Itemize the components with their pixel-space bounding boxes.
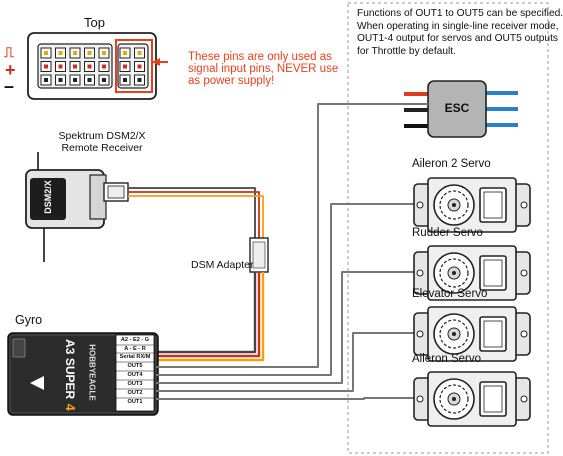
header-pin-contact bbox=[73, 51, 77, 55]
note-line-3: OUT1-4 output for servos and OUT5 output… bbox=[357, 33, 559, 44]
port-label-a2: A2 - E2 - G bbox=[120, 337, 150, 343]
port-label-serial: Serial RX/M bbox=[119, 354, 151, 360]
header-pin-contact bbox=[102, 51, 106, 55]
adapter-wires bbox=[156, 272, 265, 362]
port-label-out3: OUT3 bbox=[127, 381, 143, 387]
gyro-brand: HOBBYEAGLE bbox=[87, 344, 97, 401]
esc-graphic bbox=[404, 80, 518, 138]
port-label-aer: A - E - R bbox=[124, 346, 146, 352]
output-wires bbox=[156, 103, 428, 400]
header-pin-contact bbox=[87, 64, 92, 69]
receiver-body-label: DSM2/X bbox=[43, 180, 53, 214]
header-pin-contact bbox=[73, 78, 77, 82]
header-pin-contact bbox=[58, 51, 63, 55]
servo-graphic-aileron bbox=[413, 371, 531, 427]
receiver-title-line-1: Spektrum DSM2/X bbox=[58, 130, 146, 142]
warning-line-2: signal input pins, NEVER use bbox=[188, 63, 339, 75]
header-pin-contact bbox=[123, 64, 127, 69]
header-pin-contact bbox=[123, 51, 127, 55]
receiver-wires bbox=[128, 187, 264, 238]
header-pin-contact bbox=[58, 78, 63, 82]
header-pin-contact bbox=[123, 78, 127, 82]
servo-label-aileron: Aileron Servo bbox=[412, 353, 482, 365]
note-line-2: When operating in single-line receiver m… bbox=[357, 20, 559, 32]
header-pin-contact bbox=[137, 64, 142, 69]
header-pin-contact bbox=[44, 64, 48, 69]
port-label-out5: OUT5 bbox=[127, 363, 143, 369]
warning-text: These pins are only used as signal input… bbox=[188, 51, 338, 87]
header-pin-contact bbox=[137, 51, 142, 55]
note-frame bbox=[347, 2, 549, 454]
header-pin-contact bbox=[137, 78, 142, 82]
top-view bbox=[27, 32, 168, 100]
port-label-out2: OUT2 bbox=[127, 390, 143, 396]
header-pin-contact bbox=[102, 78, 106, 82]
gyro-title: Gyro bbox=[15, 313, 43, 327]
function-note: Functions of OUT1 to OUT5 can be specifi… bbox=[357, 8, 563, 58]
port-label-out4: OUT4 bbox=[127, 372, 143, 378]
header-pin-contact bbox=[87, 51, 92, 55]
header-pin-contact bbox=[58, 64, 63, 69]
header-pin-contact bbox=[102, 64, 106, 69]
header-pin-contact bbox=[44, 78, 48, 82]
receiver-title-line-2: Remote Receiver bbox=[61, 142, 143, 154]
header-pin-contact bbox=[73, 64, 77, 69]
diagram-graphics bbox=[7, 2, 549, 454]
servo-label-elevator: Elevator Servo bbox=[412, 288, 488, 300]
plus-symbol: + bbox=[5, 60, 16, 80]
gyro-model: A3 SUPER 4 bbox=[61, 335, 79, 415]
warning-line-1: These pins are only used as bbox=[188, 51, 332, 63]
header-pin-contact bbox=[44, 51, 48, 55]
gyro-model-name: A3 SUPER bbox=[63, 339, 77, 400]
port-label-out1: OUT1 bbox=[127, 399, 143, 405]
note-line-1: Functions of OUT1 to OUT5 can be specifi… bbox=[357, 8, 563, 19]
top-title: Top bbox=[84, 15, 105, 30]
warning-line-3: as power supply! bbox=[188, 75, 275, 87]
gyro-port-labels: A2 - E2 - G A - E - R Serial RX/M OUT5 O… bbox=[116, 336, 154, 407]
highlight-box bbox=[115, 39, 153, 93]
header-pin-contact bbox=[87, 78, 92, 82]
receiver-graphic bbox=[25, 152, 129, 262]
servo-label-rudder: Rudder Servo bbox=[412, 227, 483, 239]
servo-label-aileron2: Aileron 2 Servo bbox=[412, 158, 491, 170]
wiring-diagram: Top ⎍ + – These pins are only used as si… bbox=[4, 2, 563, 454]
receiver-title: Spektrum DSM2/X Remote Receiver bbox=[50, 130, 154, 154]
gyro-graphic bbox=[7, 332, 159, 416]
dsm-adapter-label: DSM Adapter bbox=[191, 259, 254, 271]
gyro-model-number: 4 bbox=[63, 403, 78, 411]
signal-symbol: ⎍ bbox=[4, 44, 14, 60]
dsm-adapter bbox=[249, 237, 269, 273]
minus-symbol: – bbox=[4, 76, 15, 96]
note-line-4: for Throttle by default. bbox=[357, 45, 456, 57]
esc-label: ESC bbox=[444, 101, 470, 115]
servo-graphic-aileron2 bbox=[413, 177, 531, 233]
